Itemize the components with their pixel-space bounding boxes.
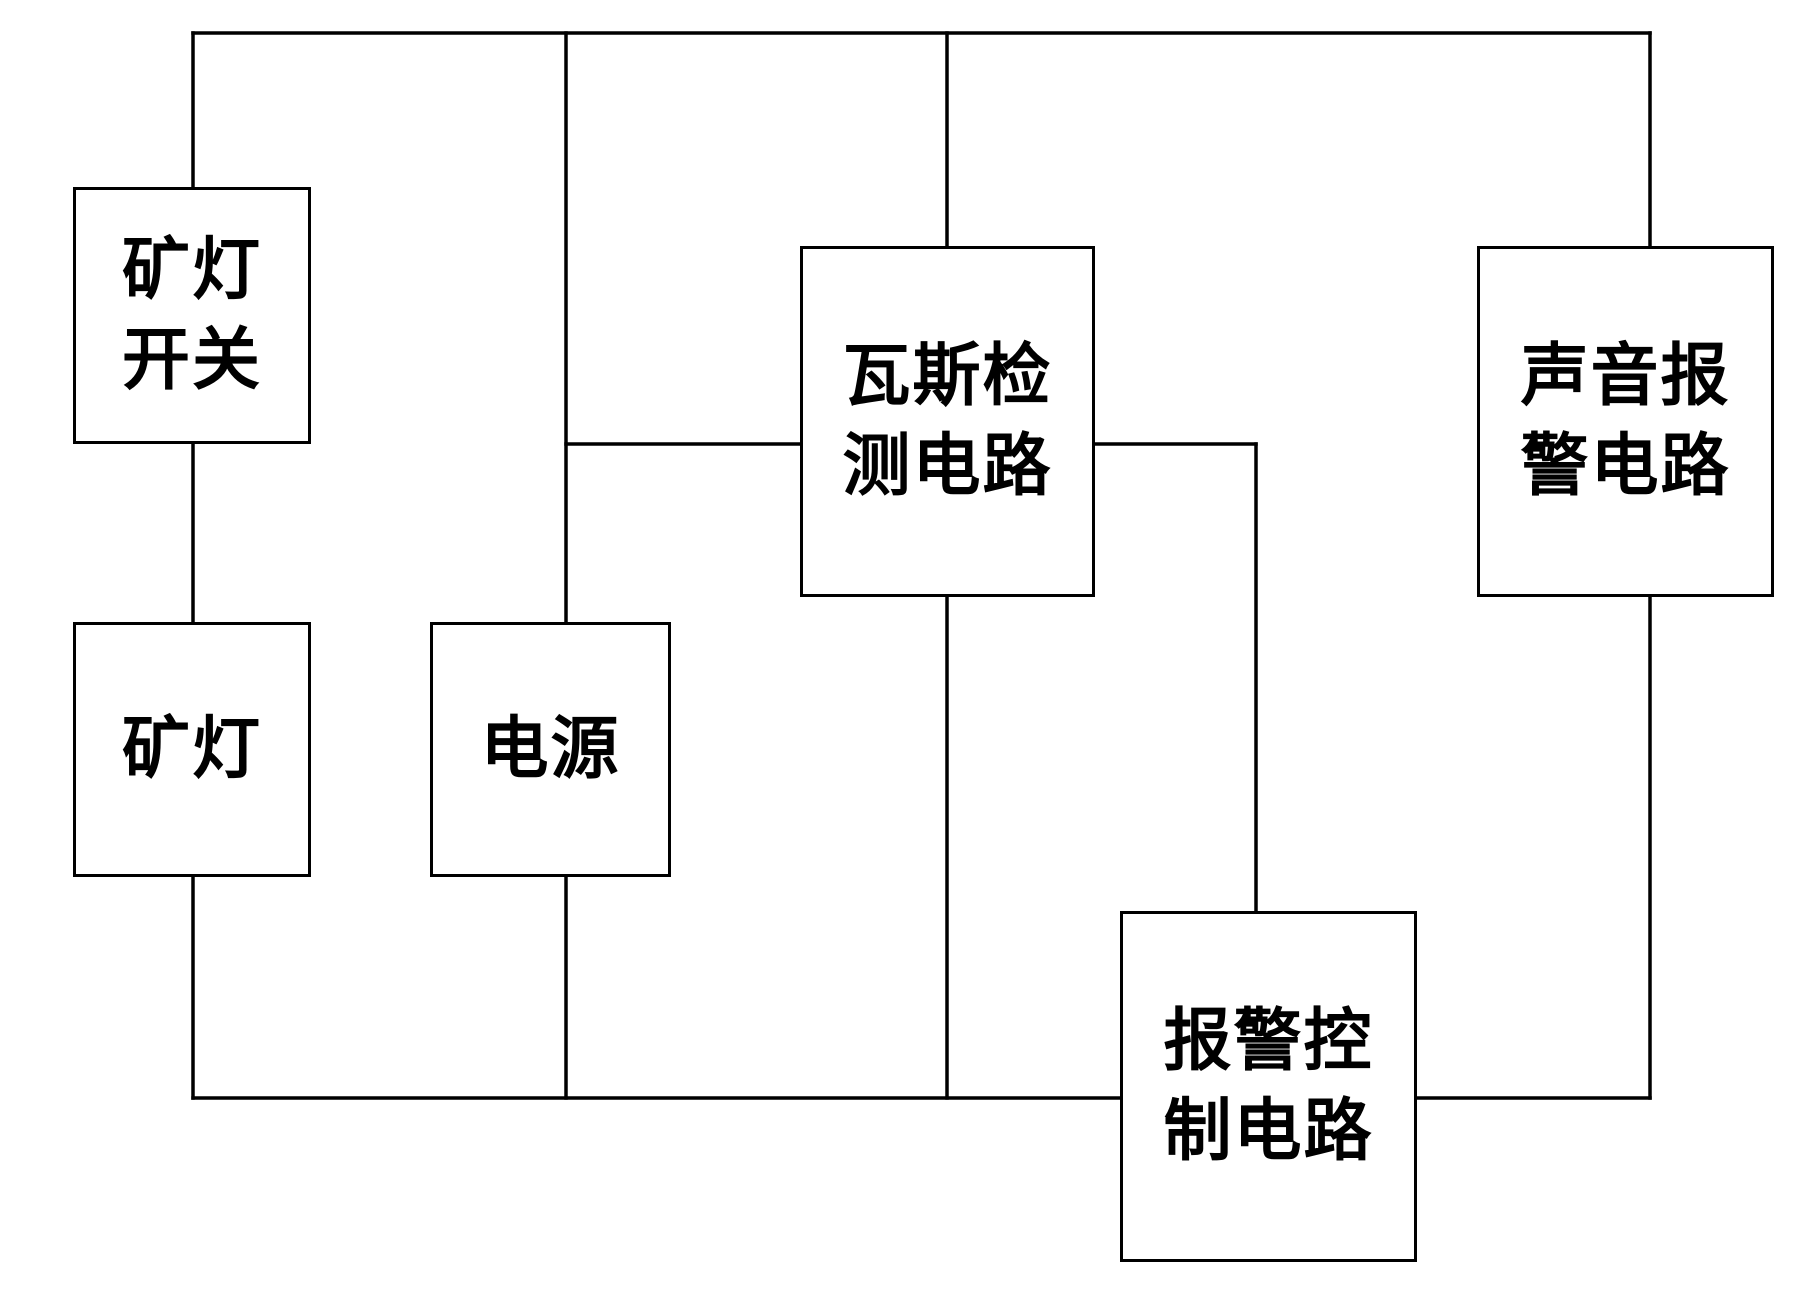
sound-alarm-label: 声音报 警电路 <box>1520 332 1730 512</box>
mine-lamp-switch-label: 矿灯 开关 <box>122 226 262 406</box>
alarm-control-block: 报警控 制电路 <box>1120 911 1417 1262</box>
sound-alarm-block: 声音报 警电路 <box>1477 246 1774 597</box>
mine-lamp-switch-block: 矿灯 开关 <box>73 187 311 444</box>
gas-detection-block: 瓦斯检 测电路 <box>800 246 1095 597</box>
mine-lamp-label: 矿灯 <box>122 705 262 795</box>
alarm-control-label: 报警控 制电路 <box>1163 997 1373 1177</box>
gas-detection-label: 瓦斯检 测电路 <box>842 332 1052 512</box>
power-supply-block: 电源 <box>430 622 671 877</box>
mine-lamp-block: 矿灯 <box>73 622 311 877</box>
power-supply-label: 电源 <box>480 705 620 795</box>
